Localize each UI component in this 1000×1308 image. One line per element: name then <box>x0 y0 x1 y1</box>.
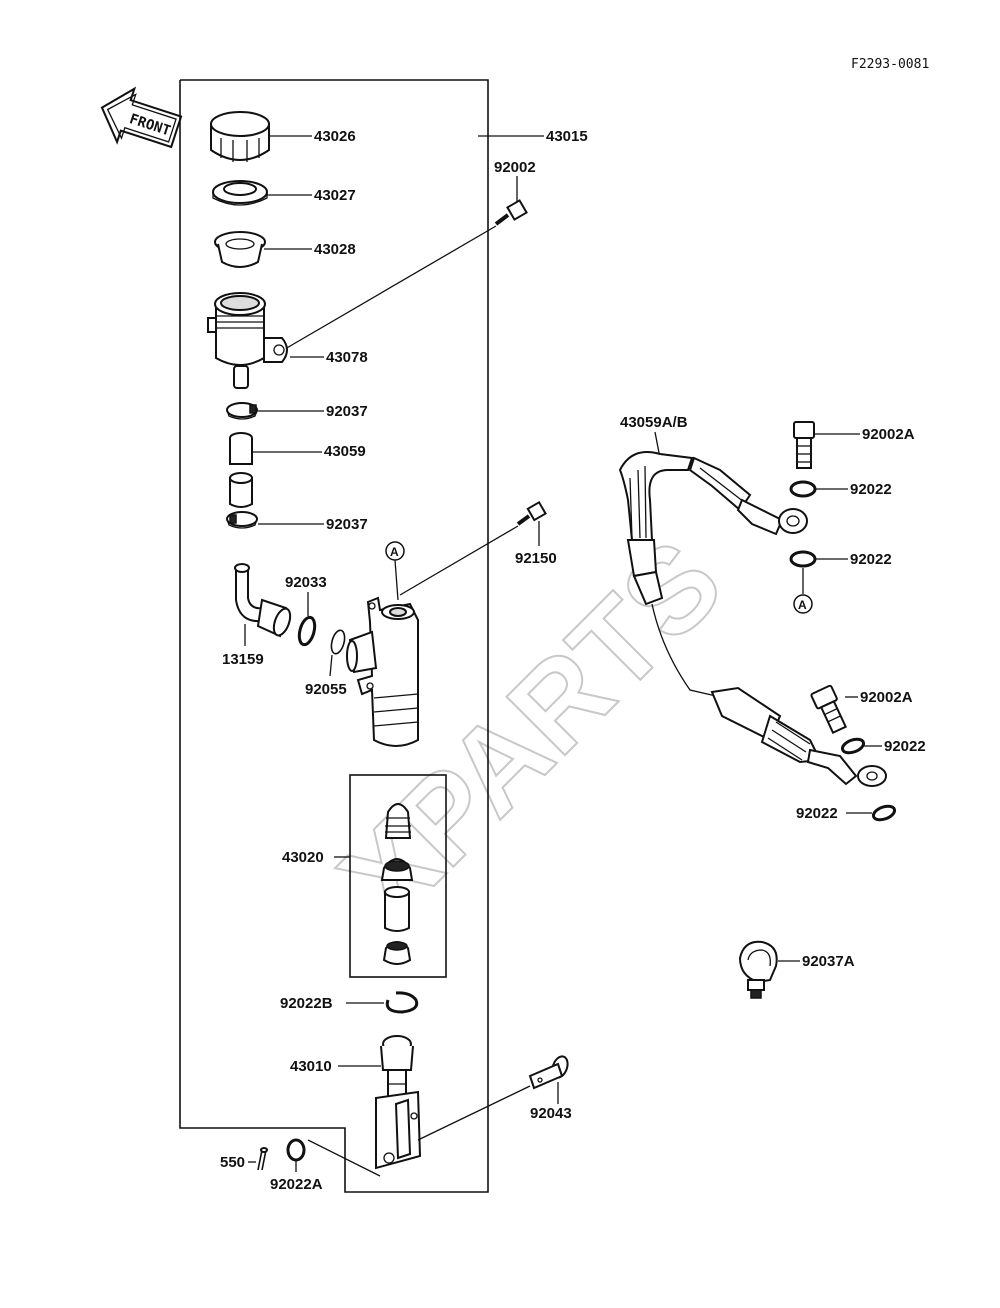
washer-92022-3 <box>840 737 866 755</box>
brake-hose-43059AB <box>618 451 887 787</box>
label-43010: 43010 <box>290 1058 332 1075</box>
diaphragm-plate <box>212 180 268 206</box>
label-92055: 92055 <box>305 681 347 698</box>
svg-text:A: A <box>390 545 399 559</box>
washer-92022-4 <box>871 804 897 822</box>
bolt-92150 <box>516 500 547 526</box>
label-92022-2: 92022 <box>850 551 892 568</box>
piston-kit-parts <box>380 803 414 965</box>
oring-92033 <box>297 615 317 647</box>
clamp-92037-top <box>226 402 258 420</box>
label-92002A-mid: 92002A <box>860 689 913 706</box>
marker-a-cylinder: A <box>385 541 405 561</box>
label-92150: 92150 <box>515 550 557 567</box>
assembly-frame-43015 <box>179 79 489 1193</box>
label-92037-top: 92037 <box>326 403 368 420</box>
diaphragm <box>214 231 266 268</box>
label-92043: 92043 <box>530 1105 572 1122</box>
banjo-bolt-92002A-mid <box>810 684 848 734</box>
label-43020: 43020 <box>282 849 324 866</box>
label-92037-bottom: 92037 <box>326 516 368 533</box>
front-arrow-icon: FRONT <box>100 86 183 149</box>
label-92022-4: 92022 <box>796 805 838 822</box>
master-cylinder-body <box>346 596 419 747</box>
label-43059AB: 43059A/B <box>620 414 688 431</box>
oring-92055 <box>330 629 346 655</box>
circlip-92022B <box>385 991 419 1014</box>
piston-kit-box-43020 <box>349 774 447 978</box>
clevis-pin-92043 <box>528 1055 569 1090</box>
banjo-bolt-92002A-top <box>793 421 815 469</box>
clamp-92037A <box>738 940 778 999</box>
label-43015: 43015 <box>546 128 588 145</box>
bolt-92002 <box>494 199 528 226</box>
label-550: 550 <box>220 1154 245 1171</box>
label-92002: 92002 <box>494 159 536 176</box>
label-43026: 43026 <box>314 128 356 145</box>
label-92022B: 92022B <box>280 995 333 1012</box>
marker-a-hose: A <box>793 594 813 614</box>
washer-92022A <box>286 1138 306 1162</box>
push-rod-43010 <box>375 1035 422 1170</box>
label-92002A-top: 92002A <box>862 426 915 443</box>
cotter-pin-550 <box>257 1147 268 1171</box>
label-13159: 13159 <box>222 651 264 668</box>
reservoir <box>207 292 288 389</box>
label-92022-1: 92022 <box>850 481 892 498</box>
washer-92022-2 <box>789 550 817 568</box>
label-43028: 43028 <box>314 241 356 258</box>
svg-text:A: A <box>798 598 807 612</box>
label-43078: 43078 <box>326 349 368 366</box>
label-43059: 43059 <box>324 443 366 460</box>
elbow-pipe-13159 <box>234 563 292 638</box>
clamp-92037-bottom <box>226 511 258 529</box>
label-92022-3: 92022 <box>884 738 926 755</box>
label-92037A: 92037A <box>802 953 855 970</box>
label-92033: 92033 <box>285 574 327 591</box>
label-43027: 43027 <box>314 187 356 204</box>
label-92022A: 92022A <box>270 1176 323 1193</box>
hose-43059 <box>229 432 253 508</box>
reservoir-cap <box>210 111 270 162</box>
figure-id: F2293-0081 <box>851 57 929 72</box>
washer-92022-1 <box>789 480 817 498</box>
